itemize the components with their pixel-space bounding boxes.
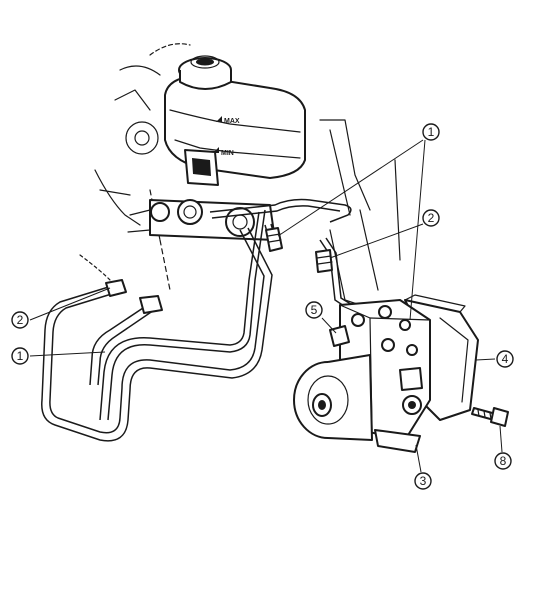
fitting-top bbox=[265, 227, 283, 252]
callout-3: 3 bbox=[414, 472, 432, 490]
max-mark: MAX bbox=[216, 116, 240, 125]
callout-1-top: 1 bbox=[422, 123, 440, 141]
max-mark-label: MAX bbox=[224, 118, 240, 125]
callout-2-left: 2 bbox=[11, 311, 29, 329]
callout-5: 5 bbox=[305, 301, 323, 319]
callout-1-left: 1 bbox=[11, 347, 29, 365]
tube-fittings bbox=[105, 227, 333, 314]
fitting-left-upper bbox=[105, 279, 127, 297]
abs-hydraulic-control-unit bbox=[293, 294, 479, 453]
fitting-left-middle bbox=[139, 295, 163, 314]
callout-2-right-label: 2 bbox=[428, 211, 435, 225]
min-mark-label: MIN bbox=[221, 150, 234, 157]
callout-3-label: 3 bbox=[420, 474, 427, 488]
callout-2-right: 2 bbox=[422, 209, 440, 227]
callout-4: 4 bbox=[496, 350, 514, 368]
callout-5-label: 5 bbox=[311, 303, 318, 317]
callout-8-label: 8 bbox=[500, 454, 507, 468]
callout-4-label: 4 bbox=[502, 352, 509, 366]
callout-1-top-label: 1 bbox=[428, 125, 435, 139]
callout-1-left-label: 1 bbox=[17, 349, 24, 363]
callout-8: 8 bbox=[494, 452, 512, 470]
master-cylinder-reservoir: MAX MIN bbox=[164, 55, 306, 186]
master-cylinder-body bbox=[127, 199, 276, 241]
callout-2-left-label: 2 bbox=[17, 313, 24, 327]
brake-lines bbox=[41, 198, 355, 442]
fitting-right bbox=[315, 249, 333, 273]
mounting-bolt bbox=[471, 407, 509, 427]
leader-lines bbox=[29, 139, 503, 473]
